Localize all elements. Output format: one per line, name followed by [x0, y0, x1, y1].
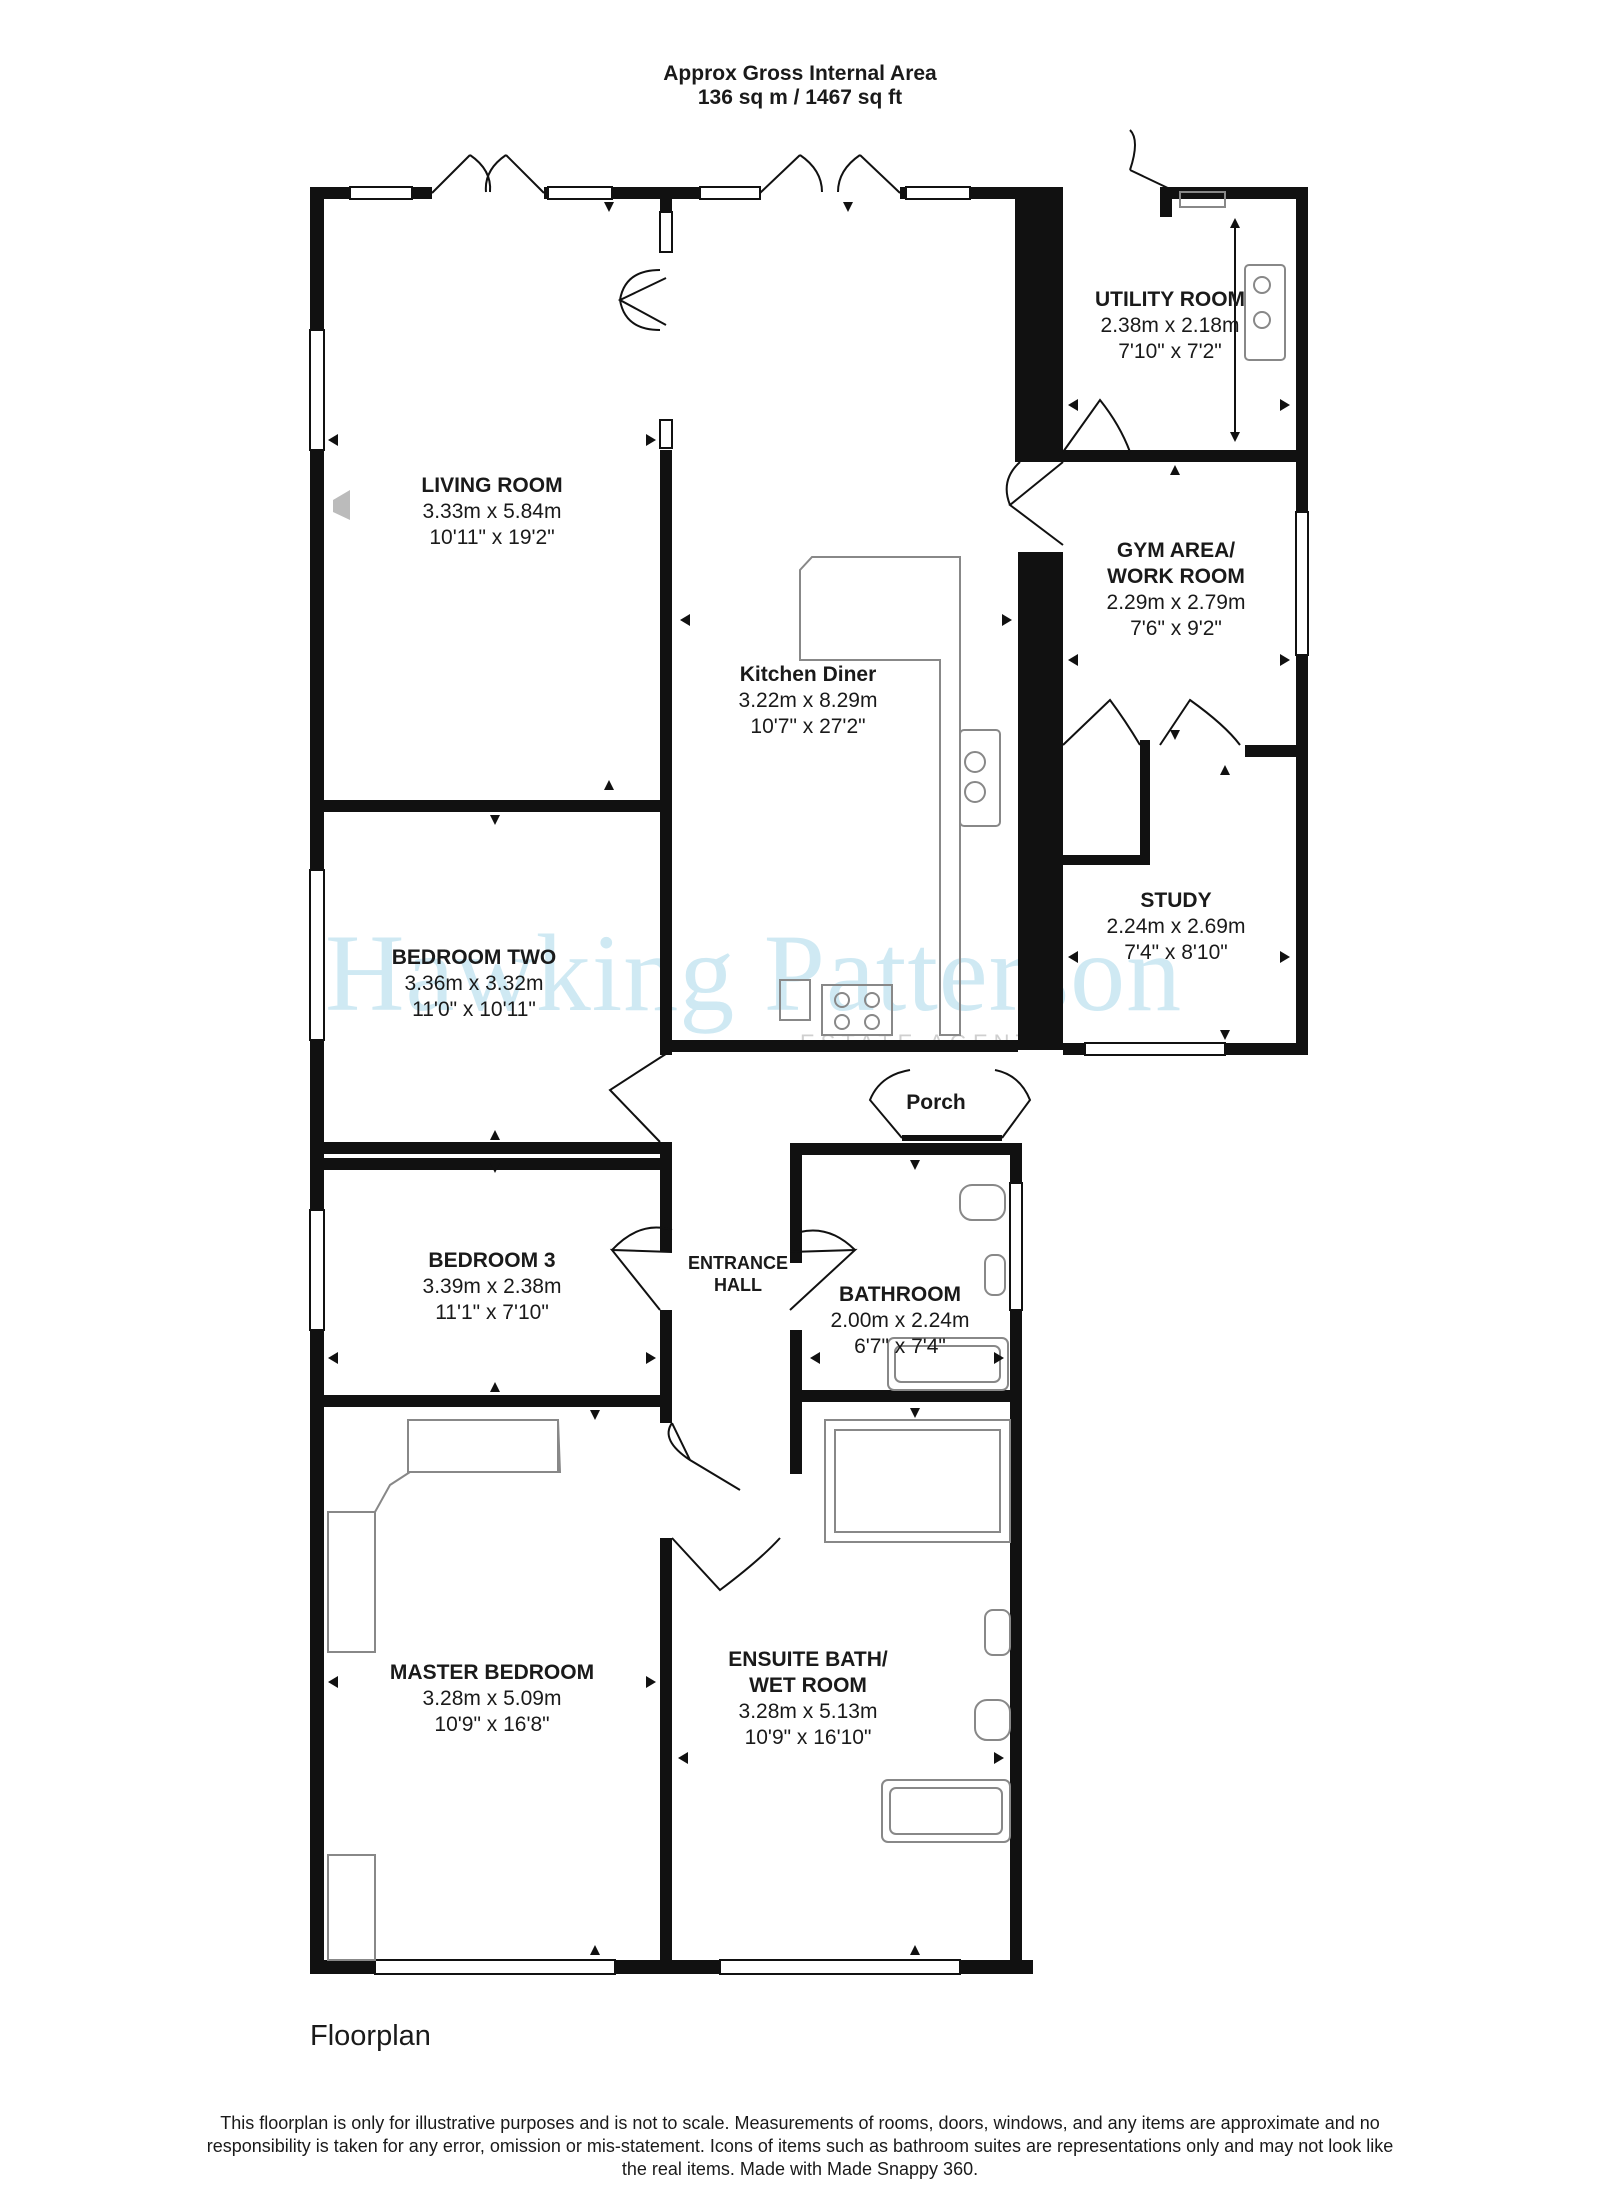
kitchen-sink-icon [959, 729, 1001, 827]
room-master-bedroom: MASTER BEDROOM 3.28m x 5.09m 10'9" x 16'… [389, 1661, 595, 1736]
fixtures [327, 191, 1286, 1961]
wall-living-south [310, 800, 672, 812]
hob-icon [821, 984, 893, 1036]
room-study: STUDY 2.24m x 2.69m 7'4" x 8'10" [1106, 889, 1246, 964]
wall-master-ensuite [660, 1538, 672, 1974]
wall-kitchen-east-lower [1018, 552, 1063, 1050]
wardrobe-3 [327, 1854, 376, 1961]
wall-kitchen-east-upper [1015, 187, 1063, 462]
windows [309, 186, 1309, 1975]
basin-icon [984, 1254, 1006, 1296]
room-bedroom-3: BEDROOM 3 3.39m x 2.38m 11'1" x 7'10" [422, 1249, 562, 1324]
disclaimer-text: This floorplan is only for illustrative … [206, 2113, 1394, 2179]
wall-living-kitchen [660, 450, 672, 1055]
dimension-arrows [328, 202, 1290, 1955]
room-bedroom-two: BEDROOM TWO 3.36m x 3.32m 11'0" x 10'11" [391, 946, 557, 1021]
kitchen-counter [799, 556, 961, 1036]
wardrobe-2 [327, 1511, 376, 1653]
room-kitchen: Kitchen Diner 3.22m x 8.29m 10'7" x 27'2… [738, 663, 878, 738]
room-entrance-hall: ENTRANCE HALL [687, 1253, 789, 1295]
room-ensuite: ENSUITE BATH/ WET ROOM 3.28m x 5.13m 10'… [728, 1648, 888, 1749]
area-title: Approx Gross Internal Area [663, 62, 937, 85]
wardrobe-1 [407, 1419, 559, 1473]
wall-west [310, 187, 324, 1974]
wall-bath-north [790, 1143, 1022, 1155]
utility-sink-icon [1244, 264, 1286, 361]
room-gym: GYM AREA/ WORK ROOM 2.29m x 2.79m 7'6" x… [1106, 539, 1246, 640]
shower-tray [824, 1419, 1011, 1543]
bath-icon [887, 1337, 1009, 1391]
room-living: LIVING ROOM 3.33m x 5.84m 10'11" x 19'2" [421, 474, 563, 549]
wall-study-east [1296, 755, 1308, 1055]
wall-ensuite-east [1010, 1310, 1022, 1974]
wall-utility-east [1296, 187, 1308, 467]
area-value: 136 sq m / 1467 sq ft [697, 86, 903, 109]
wall-bath-south [790, 1390, 1022, 1402]
room-utility: UTILITY ROOM 2.38m x 2.18m 7'10" x 7'2" [1094, 288, 1246, 363]
room-porch: Porch [906, 1091, 966, 1114]
floorplan-caption: Floorplan [310, 2020, 431, 2052]
doors [431, 129, 1241, 1592]
toilet-icon [959, 1184, 1006, 1221]
room-bathroom: BATHROOM 2.00m x 2.24m 6'7" x 7'4" [830, 1283, 970, 1358]
ensuite-bath-icon [881, 1779, 1011, 1843]
wall-bed3-south [310, 1395, 672, 1407]
